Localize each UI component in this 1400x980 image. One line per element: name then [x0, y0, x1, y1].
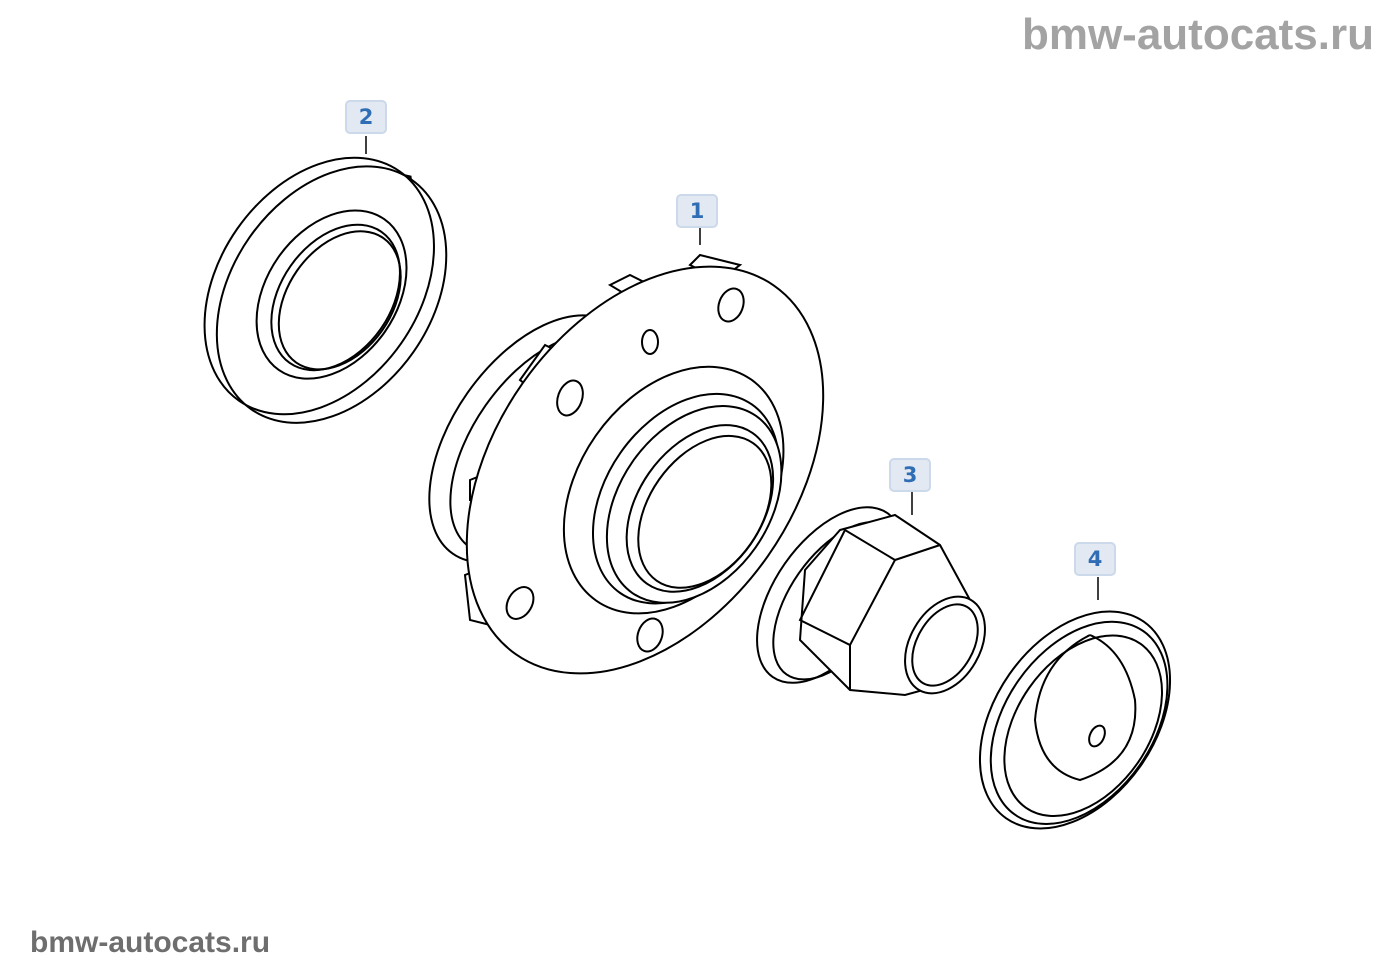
watermark-top: bmw-autocats.ru: [1021, 10, 1374, 59]
watermark-bottom: bmw-autocats.ru: [30, 926, 271, 959]
part-1-wheel-hub: [428, 253, 825, 675]
part-4-dust-cap: [978, 610, 1172, 830]
callout-3[interactable]: 3: [889, 458, 931, 492]
callout-2[interactable]: 2: [345, 100, 387, 134]
part-3-hub-nut: [756, 506, 986, 697]
part-2-seal-ring: [203, 156, 448, 424]
callout-4[interactable]: 4: [1074, 542, 1116, 576]
callout-1[interactable]: 1: [676, 194, 718, 228]
